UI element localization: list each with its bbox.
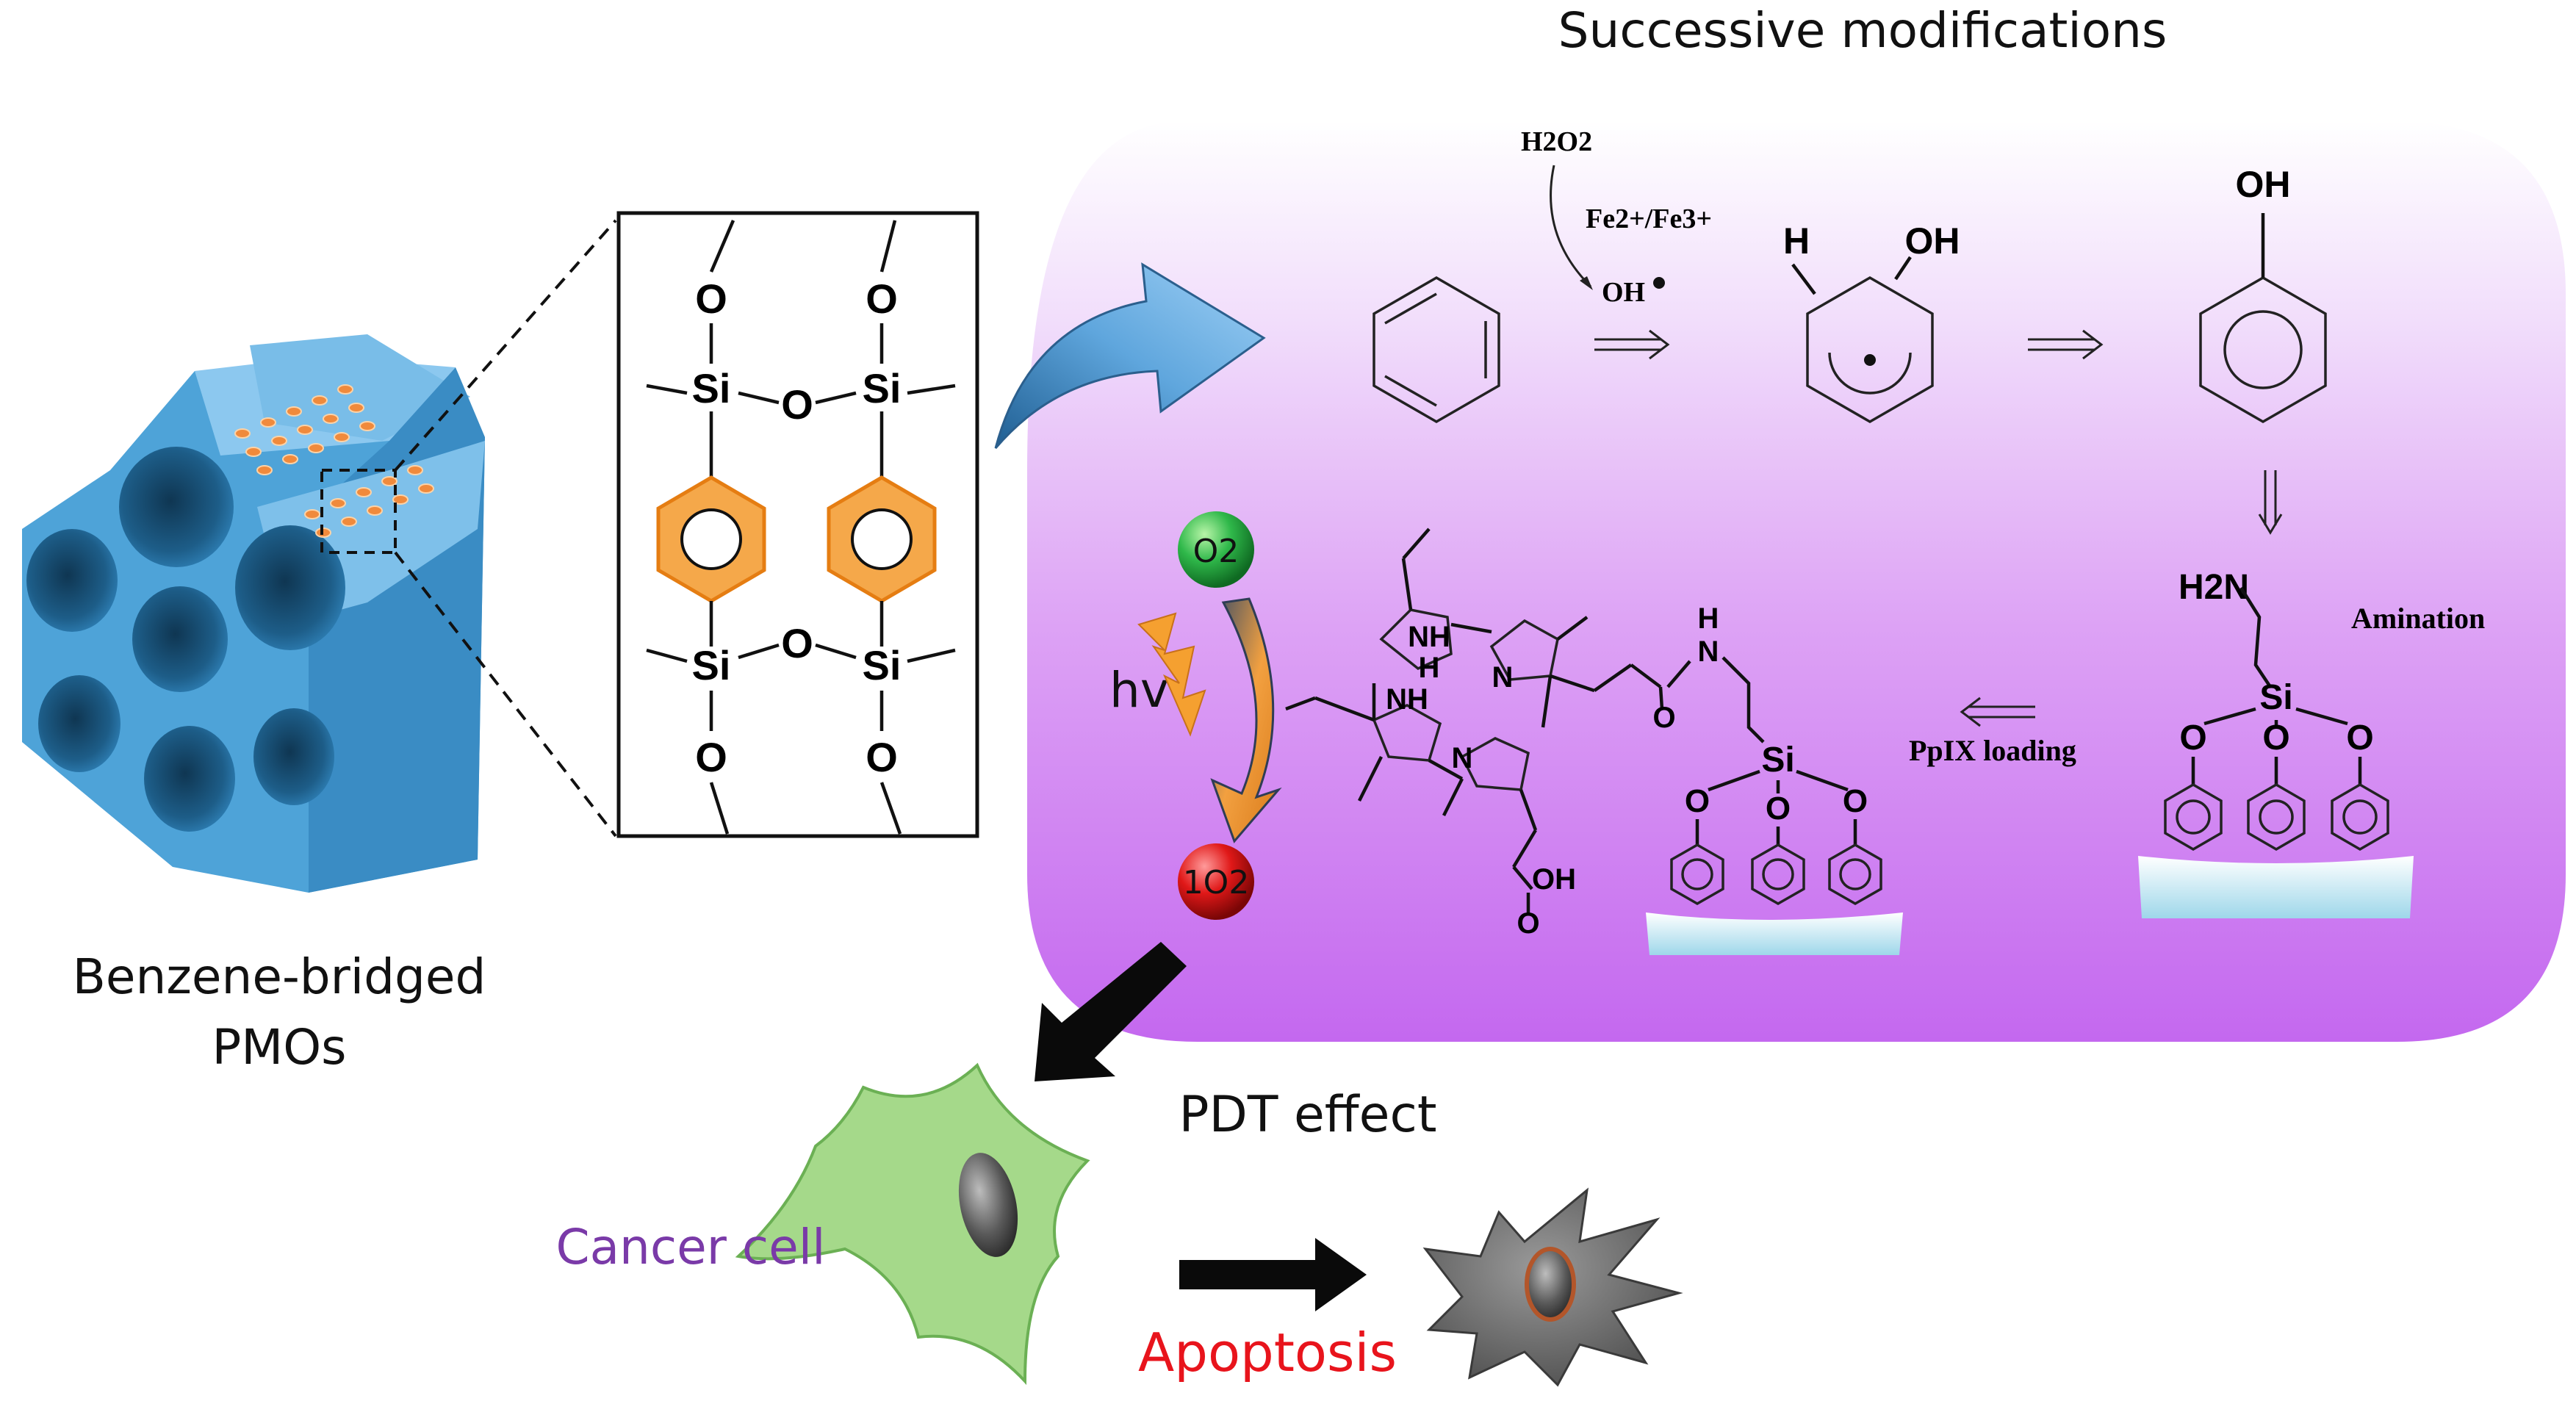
- svg-text:H: H: [1783, 220, 1810, 262]
- zoom-line: [394, 219, 617, 472]
- svg-text:H2O2: H2O2: [1521, 126, 1592, 157]
- svg-text:H2N: H2N: [2179, 568, 2249, 607]
- lightning-icon: [1137, 612, 1206, 737]
- pore: [119, 447, 234, 567]
- svg-text:Si: Si: [692, 365, 731, 411]
- cancer-cell: [735, 1062, 1090, 1386]
- apoptosis-label: Apoptosis: [1138, 1322, 1397, 1383]
- svg-text:NH: NH: [1408, 621, 1450, 653]
- svg-text:PpIX loading: PpIX loading: [1909, 734, 2076, 767]
- svg-text:H: H: [1419, 652, 1440, 684]
- svg-text:hv: hv: [1109, 662, 1169, 719]
- svg-text:Fe2+/Fe3+: Fe2+/Fe3+: [1586, 204, 1712, 234]
- svg-text:OH: OH: [1905, 220, 1960, 262]
- pmo-particle: [22, 334, 485, 893]
- zoom-line: [394, 551, 617, 838]
- pdt-label: PDT effect: [1179, 1086, 1436, 1144]
- svg-text:O: O: [2346, 719, 2373, 757]
- ppix-molecule: NH H N NH N O H N OH O Si O O O: [1285, 528, 1903, 955]
- svg-text:Si: Si: [863, 642, 902, 688]
- svg-text:O: O: [781, 381, 813, 428]
- svg-text:Si: Si: [863, 365, 902, 411]
- svg-text:O: O: [1843, 783, 1868, 819]
- page-title: Successive modifications: [1558, 2, 2167, 59]
- cancer-cell-label: Cancer cell: [556, 1219, 826, 1275]
- svg-text:O: O: [1685, 783, 1710, 819]
- reaction-scheme: H2O2 Fe2+/Fe3+ OH H OH OH: [1109, 126, 2485, 955]
- pdt-arrow: [1035, 942, 1187, 1081]
- cell-nucleus: [1525, 1247, 1576, 1322]
- zoom-region: [320, 469, 397, 554]
- pore: [253, 708, 334, 805]
- svg-text:OH: OH: [2236, 164, 2291, 205]
- photoconversion-arrow: [1210, 597, 1282, 843]
- svg-text:OH: OH: [1532, 863, 1576, 896]
- transition-arrow: [994, 262, 1266, 449]
- svg-text:O: O: [866, 276, 898, 322]
- svg-text:O: O: [1652, 702, 1675, 734]
- svg-text:O: O: [866, 734, 898, 780]
- svg-text:H: H: [1698, 602, 1719, 635]
- pore: [132, 586, 228, 692]
- svg-text:N: N: [1452, 742, 1473, 774]
- singlet-oxygen-ball: [1178, 843, 1254, 920]
- svg-text:OH: OH: [1602, 277, 1645, 308]
- benzene-dots: [234, 384, 434, 538]
- svg-text:O: O: [1766, 791, 1791, 827]
- pore: [235, 525, 345, 650]
- svg-text:NH: NH: [1386, 683, 1428, 716]
- cell-nucleus: [958, 1153, 1018, 1257]
- framework-zoom: O O Si Si O Si Si O O O: [616, 211, 979, 838]
- svg-text:Amination: Amination: [2351, 602, 2485, 635]
- svg-text:O: O: [1517, 907, 1539, 940]
- material-label: PMOs: [212, 1019, 346, 1076]
- oxygen-ball: [1178, 511, 1254, 588]
- svg-text:Si: Si: [2259, 678, 2292, 717]
- pore: [38, 675, 120, 772]
- pore: [144, 726, 235, 832]
- svg-text:Si: Si: [1761, 741, 1794, 779]
- svg-text:Si: Si: [692, 642, 731, 688]
- svg-text:O: O: [695, 276, 727, 322]
- modification-panel: [1027, 121, 2566, 1042]
- svg-text:O: O: [2179, 719, 2206, 757]
- svg-text:O: O: [695, 734, 727, 780]
- svg-text:1O2: 1O2: [1183, 864, 1250, 901]
- pore: [26, 529, 118, 632]
- svg-text:O: O: [2262, 719, 2289, 757]
- apoptosis-arrow: [1179, 1238, 1367, 1311]
- svg-text:N: N: [1492, 661, 1514, 694]
- svg-text:N: N: [1698, 636, 1719, 668]
- material-label: Benzene-bridged: [73, 948, 486, 1005]
- svg-text:O2: O2: [1193, 533, 1240, 570]
- svg-text:O: O: [781, 620, 813, 666]
